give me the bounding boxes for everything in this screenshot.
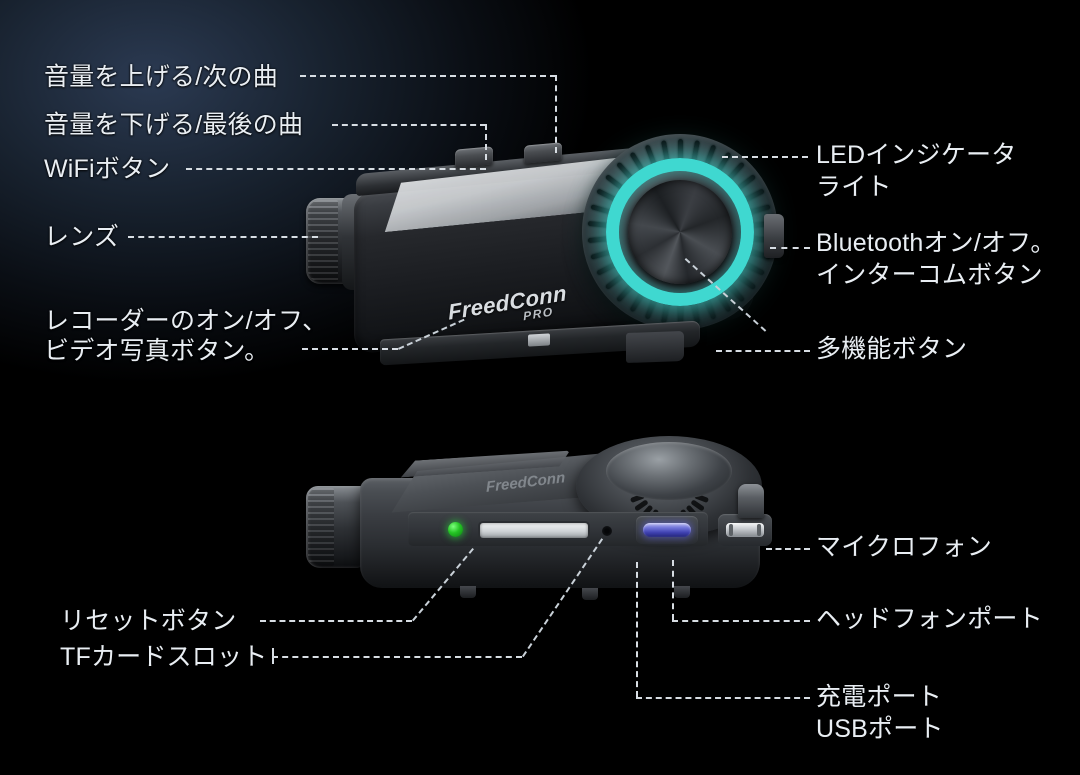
device-top-side-view: FreedConn PRO (296, 120, 826, 380)
callout-led-indicator-line1: LEDインジケータ (816, 141, 1017, 169)
bluetooth-side-tab[interactable] (764, 214, 784, 258)
speaker-vents (582, 134, 778, 330)
callout-intercom-button: インターコムボタン (816, 261, 1043, 289)
multifunction-button[interactable] (628, 180, 732, 284)
callout-tf-card-slot: TFカードスロット (60, 643, 268, 671)
microphone (738, 484, 764, 518)
callout-microphone: マイクロフォン (816, 533, 992, 561)
leader-tf-h (272, 656, 522, 658)
callout-bluetooth: Bluetoothオン/オフ。 (816, 229, 1056, 257)
camera-lens-ribs (308, 200, 338, 282)
callout-multifunction-button: 多機能ボタン (816, 335, 968, 363)
volume-up-button[interactable] (524, 142, 562, 164)
callout-wifi-button: WiFiボタン (44, 155, 171, 183)
reset-pinhole[interactable] (602, 526, 612, 536)
camera-lens-barrel-2 (306, 486, 366, 568)
headphone-port[interactable] (726, 523, 764, 537)
device-bottom-port-view: FreedConn (300, 430, 800, 630)
tf-card-slot[interactable] (480, 523, 588, 538)
callout-usb-port: USBポート (816, 715, 944, 743)
mount-foot (460, 586, 476, 598)
leader-volume-up-h (300, 75, 556, 77)
callout-lens: レンズ (44, 223, 120, 251)
callout-volume-up: 音量を上げる/次の曲 (44, 63, 278, 91)
callout-led-indicator-line2: ライト (816, 173, 892, 201)
callout-volume-down: 音量を下げる/最後の曲 (44, 111, 304, 139)
callout-headphone-port: ヘッドフォンポート (816, 605, 1043, 633)
callout-recorder-line1: レコーダーのオン/オフ、 (44, 307, 328, 335)
callout-charging-port: 充電ポート (816, 683, 943, 711)
camera-lens-ribs-2 (308, 488, 334, 566)
mount-plate-clip (528, 333, 550, 347)
usb-charging-port[interactable] (643, 523, 691, 537)
status-led-indicator (448, 522, 463, 537)
leader-tf-tick (272, 648, 274, 664)
callout-reset-button: リセットボタン (60, 607, 237, 635)
leader-lens (128, 236, 318, 238)
multifunction-button-2[interactable] (606, 442, 732, 500)
mount-foot (582, 588, 598, 600)
callout-recorder-line2: ビデオ写真ボタン。 (44, 337, 270, 365)
leader-charging-h (636, 697, 810, 699)
mount-plate-lip (626, 330, 684, 364)
speaker-vent (677, 139, 683, 165)
volume-down-button[interactable] (455, 146, 493, 168)
mount-foot (674, 586, 690, 598)
